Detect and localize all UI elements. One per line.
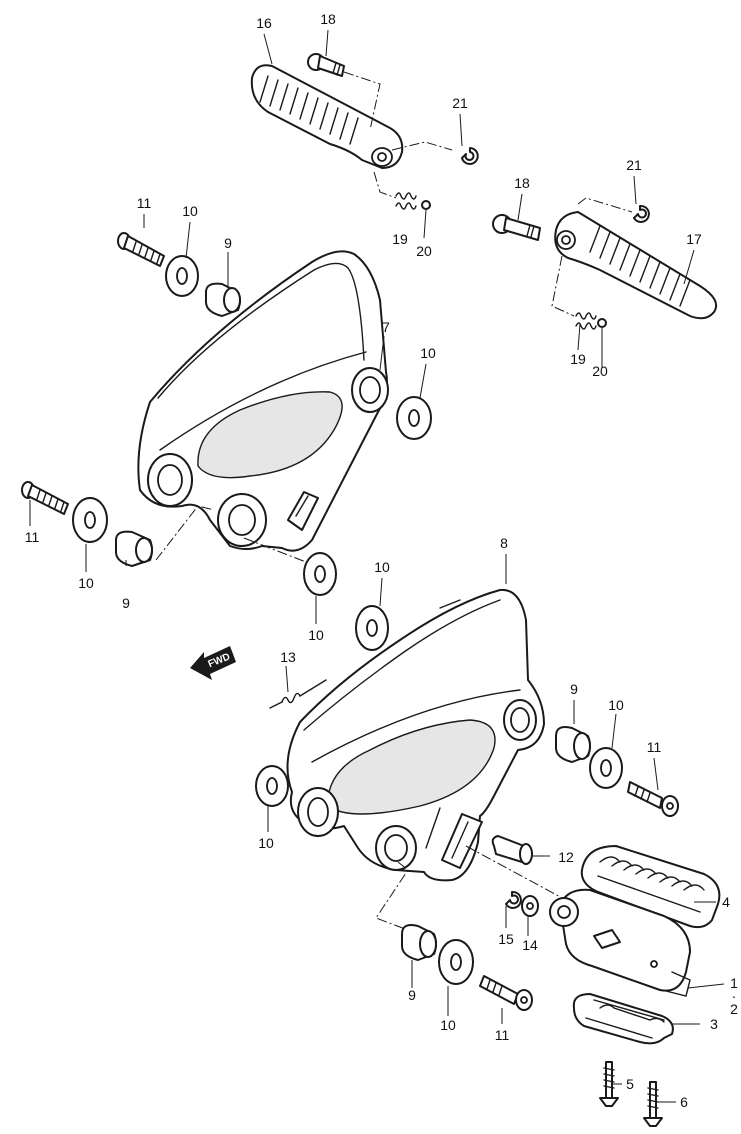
washer-14: [521, 895, 539, 917]
detent-spring-19-top: [395, 192, 417, 210]
return-spring-13: [269, 679, 327, 709]
callout-11: 11: [137, 195, 152, 211]
callout-9: 9: [224, 235, 232, 251]
callout-5: 5: [626, 1076, 634, 1092]
assembly-line: [155, 505, 215, 561]
detent-spring-19-right: [575, 312, 597, 330]
bolt-11-mid-left: [21, 481, 69, 515]
callout-11: 11: [495, 1027, 510, 1043]
callout-10: 10: [258, 835, 274, 851]
washer-10-mid-center: [303, 552, 337, 596]
callout-dot: ·: [732, 988, 737, 1004]
detent-ball-20-top: [421, 200, 431, 210]
callout-12: 12: [558, 849, 574, 865]
washer-10-lower-top: [355, 605, 389, 651]
e-clip-21-right: [633, 204, 650, 223]
assembly-line: [465, 845, 567, 901]
callout-8: 8: [500, 535, 508, 551]
callout-11: 11: [647, 739, 662, 755]
bolt-11-upper-left: [117, 232, 165, 267]
pillion-footpeg-left: [250, 64, 404, 169]
callout-16: 16: [256, 15, 272, 31]
callout-10: 10: [182, 203, 198, 219]
fwd-arrow: FWD: [190, 646, 236, 680]
callout-18: 18: [514, 175, 530, 191]
washer-10-lower-bottom: [438, 939, 474, 985]
callout-17: 17: [686, 231, 702, 247]
assembly-line: [551, 255, 575, 317]
callout-11: 11: [25, 529, 40, 545]
leader-lines: [29, 29, 725, 1103]
callout-10: 10: [420, 345, 436, 361]
washer-10-lower-left: [255, 765, 289, 807]
screw-6: [643, 1081, 663, 1127]
callout-6: 6: [680, 1094, 688, 1110]
callout-2: 2: [730, 1001, 738, 1017]
bolt-11-lower: [479, 975, 533, 1011]
pillion-footrest-bracket: [137, 250, 389, 552]
callout-13: 13: [280, 649, 296, 665]
bushing-9-lower: [401, 924, 437, 961]
pivot-pin-12: [491, 835, 533, 865]
assembly-line: [577, 197, 633, 213]
callout-9: 9: [122, 595, 130, 611]
bushing-9-upper: [205, 282, 241, 317]
washer-10-upper-right: [396, 396, 432, 440]
bushing-9-mid: [115, 530, 153, 567]
assembly-line: [343, 71, 381, 131]
assembly-line: [375, 861, 409, 931]
pillion-footpeg-right: [554, 211, 718, 320]
e-clip-15: [505, 890, 522, 909]
footpeg-plate-3: [572, 993, 674, 1045]
callout-4: 4: [722, 894, 730, 910]
callout-19: 19: [392, 231, 408, 247]
callout-10: 10: [308, 627, 324, 643]
callout-18: 18: [320, 11, 336, 27]
callout-14: 14: [522, 937, 538, 953]
assembly-line: [243, 537, 307, 563]
footpeg-rubber-4: [580, 845, 721, 929]
bushing-9-right: [555, 726, 591, 763]
callout-10: 10: [440, 1017, 456, 1033]
washer-10-right: [589, 747, 623, 789]
washer-10-mid-left: [72, 497, 108, 543]
callout-19: 19: [570, 351, 586, 367]
callout-7: 7: [382, 319, 390, 335]
callout-9: 9: [570, 681, 578, 697]
callout-10: 10: [608, 697, 624, 713]
callout-1: 1: [730, 975, 738, 991]
washer-10-upper-left: [165, 255, 199, 297]
callout-labels: 16 18 21 19 20 21 18 17 19 20 11 10 9 7 …: [25, 11, 738, 1110]
callout-9: 9: [408, 987, 416, 1003]
pivot-pin-18-right: [492, 214, 541, 241]
callout-10: 10: [374, 559, 390, 575]
pivot-pin-18-top: [307, 53, 345, 77]
callout-21: 21: [452, 95, 468, 111]
rider-footrest-bracket: [286, 588, 545, 882]
detent-ball-20-right: [597, 318, 607, 328]
callout-3: 3: [710, 1016, 718, 1032]
screw-5: [599, 1061, 619, 1107]
callout-10: 10: [78, 575, 94, 591]
callout-20: 20: [416, 243, 432, 259]
assembly-line: [373, 171, 397, 199]
callout-21: 21: [626, 157, 642, 173]
e-clip-21-top: [461, 147, 479, 165]
callout-15: 15: [498, 931, 514, 947]
bolt-11-right: [627, 781, 679, 817]
callout-20: 20: [592, 363, 608, 379]
rider-footpeg: [549, 888, 691, 997]
